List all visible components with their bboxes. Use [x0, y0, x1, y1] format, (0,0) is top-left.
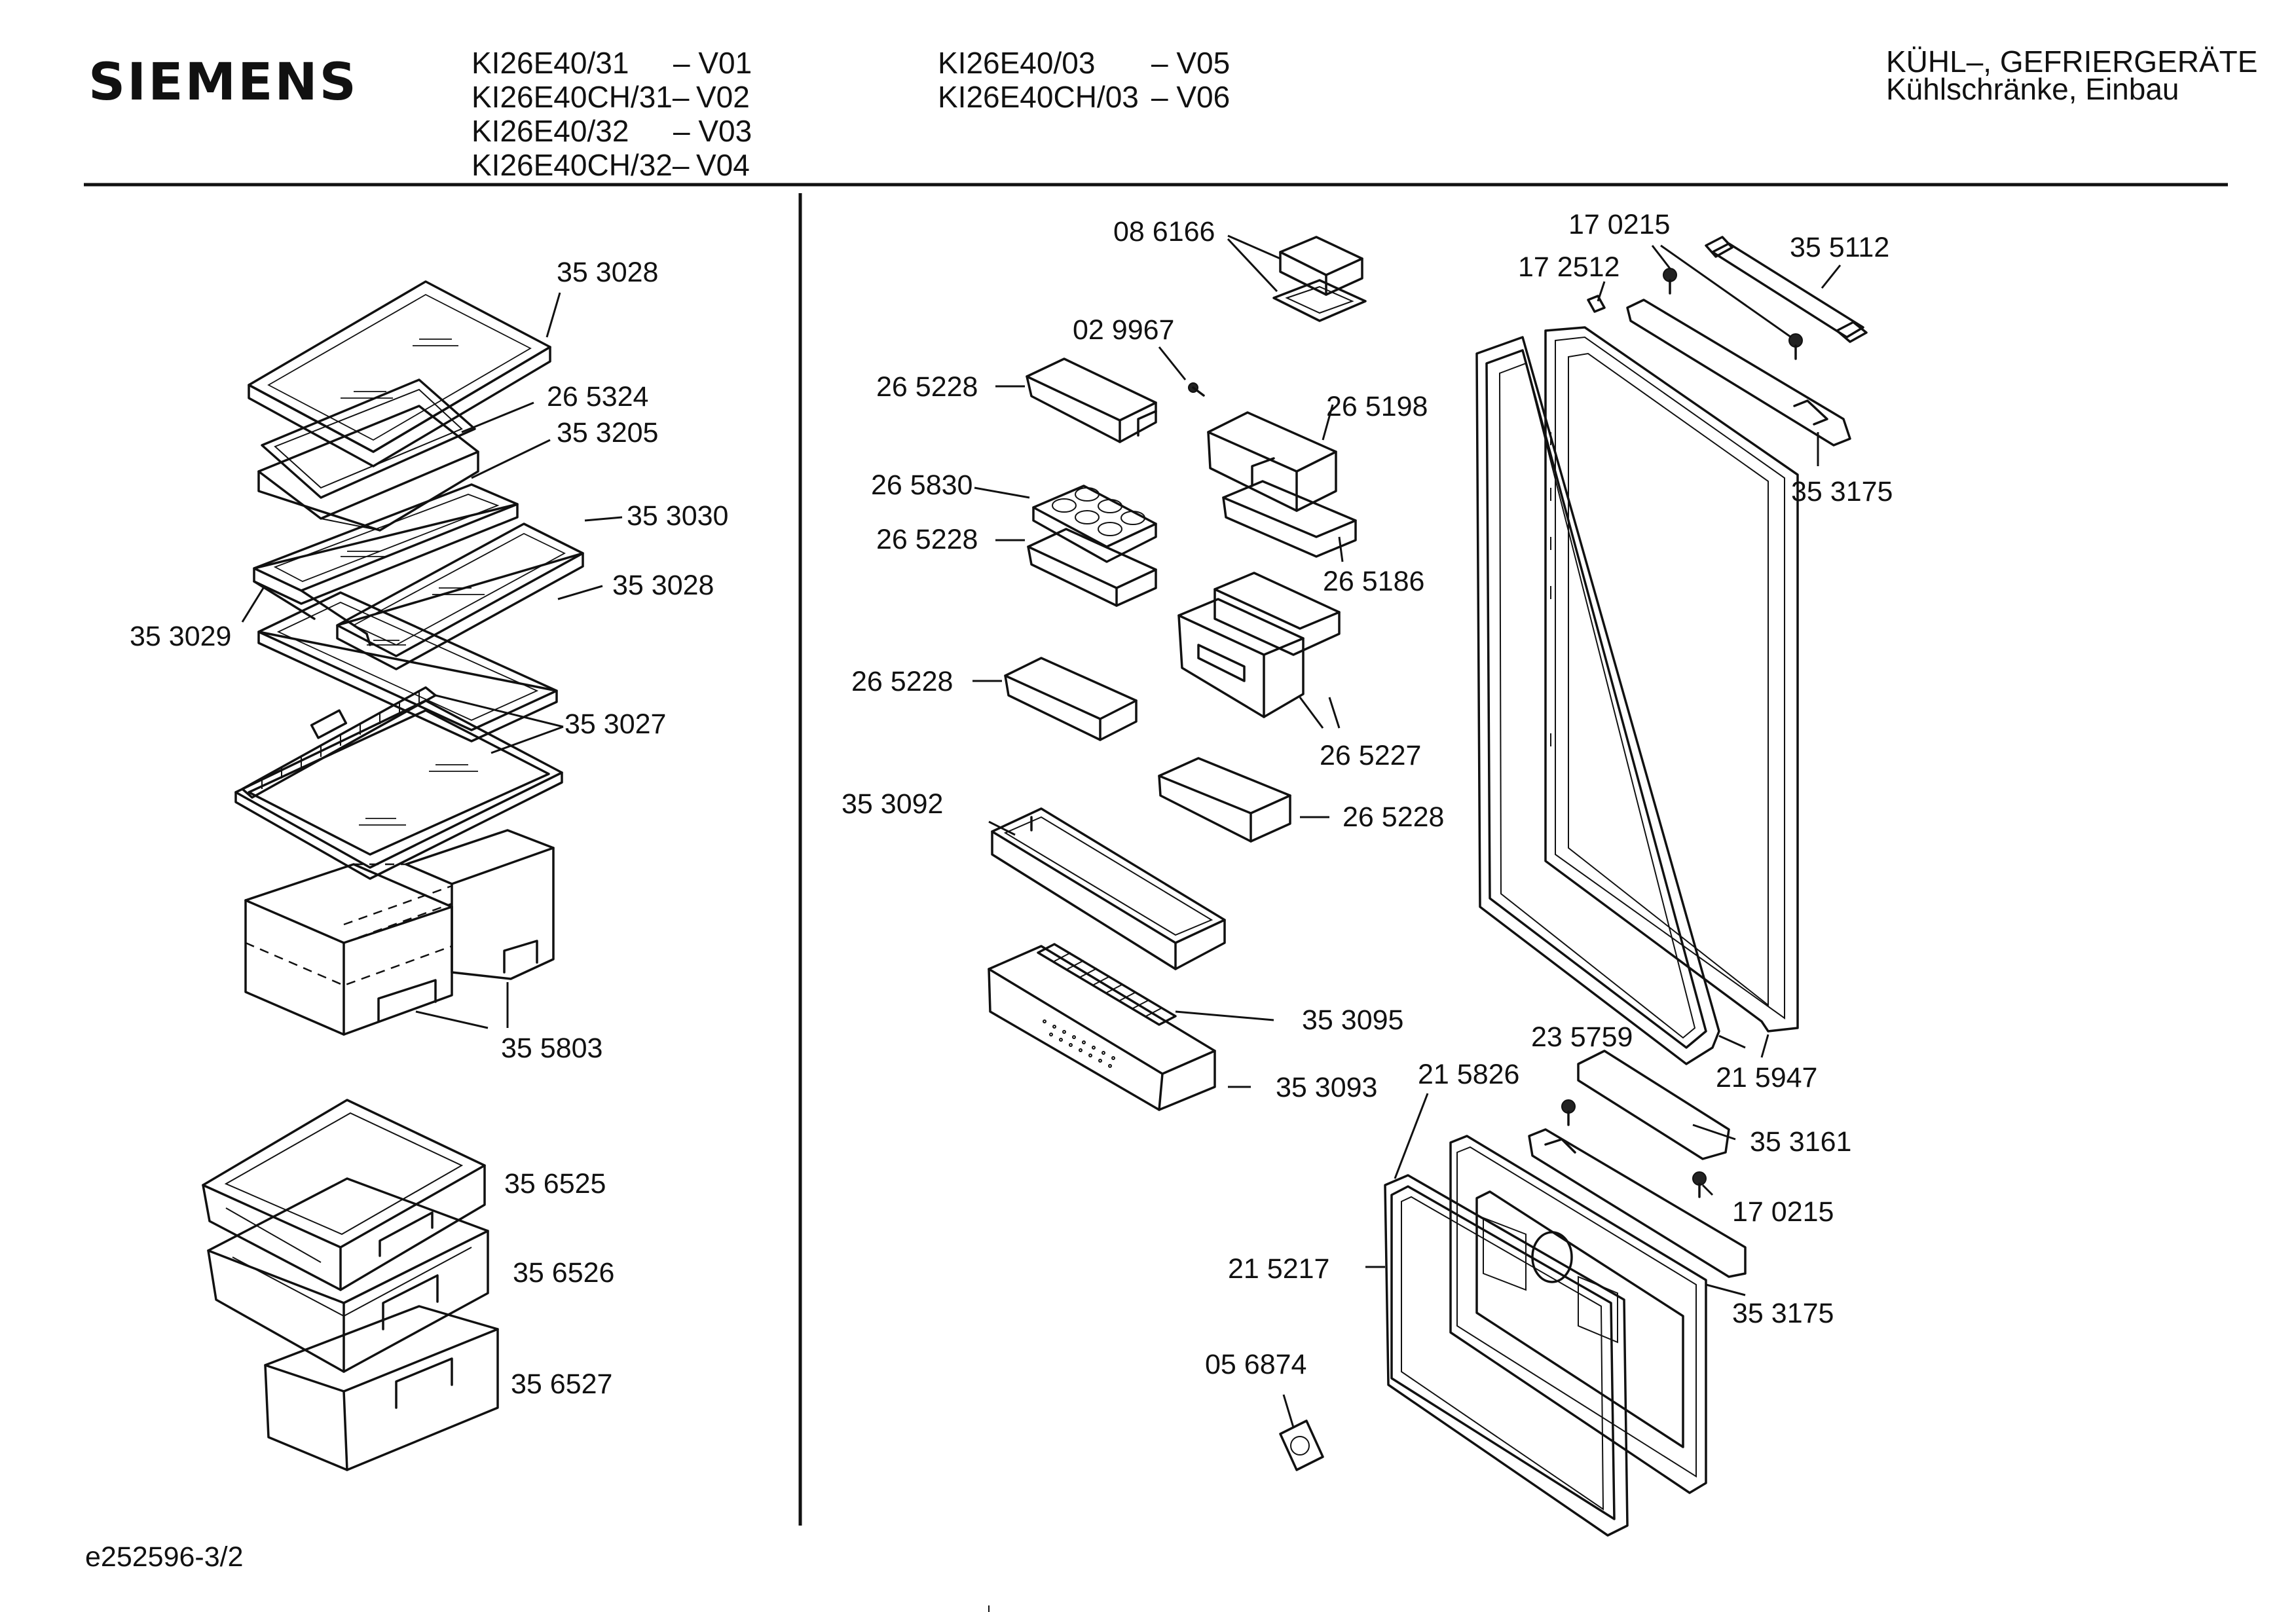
part-label: 21 5217	[1228, 1253, 1329, 1285]
variant-4: V04	[696, 148, 750, 182]
door-bin-egg-base	[1027, 528, 1157, 607]
model-6: KI26E40CH/03	[938, 80, 1139, 114]
part-label: 26 5186	[1323, 566, 1424, 597]
part-label: 35 3030	[627, 500, 728, 532]
model-1: KI26E40/31	[472, 46, 629, 80]
part-label: 26 5227	[1320, 740, 1421, 771]
part-label: 08 6166	[1113, 216, 1215, 247]
part-label: 26 5198	[1326, 391, 1428, 422]
part-label: 35 3175	[1732, 1298, 1834, 1329]
part-label: 26 5228	[876, 524, 978, 555]
freezer-drawer-middle	[207, 1177, 489, 1373]
variant-5: – V05	[1151, 46, 1230, 80]
part-label: 35 3095	[1302, 1004, 1403, 1036]
part-label: 02 9967	[1073, 314, 1174, 346]
panel-clip	[1279, 1420, 1324, 1471]
model-list: KI26E40/31 – V01 KI26E40CH/31– V02 KI26E…	[472, 46, 1230, 182]
door-bin-upper-left	[1026, 357, 1157, 443]
door-bin-middle-right	[1177, 572, 1341, 718]
variant-3: – V03	[673, 114, 752, 148]
crisper-cover	[234, 686, 563, 880]
category-block: KÜHL–, GEFRIERGERÄTE Kühlschränke, Einba…	[1886, 45, 2257, 106]
freezer-door-gasket	[1384, 1174, 1629, 1537]
part-label: 35 3093	[1276, 1072, 1377, 1103]
part-label: 35 5803	[501, 1033, 602, 1064]
left-part-labels: 35 3028 26 5324 35 3205 35 3030 35 3028 …	[130, 257, 728, 1400]
screw-small	[1188, 382, 1205, 397]
shelf-tray	[257, 405, 479, 532]
model-2: KI26E40CH/31–	[472, 80, 690, 114]
part-label: 35 3029	[130, 621, 231, 652]
drawing-id: e252596-3/2	[85, 1541, 244, 1573]
part-label: 26 5324	[547, 381, 648, 412]
variant-2: V02	[696, 80, 750, 114]
freezer-hinge-assembly	[1528, 1050, 1747, 1278]
model-3: KI26E40/32	[472, 114, 629, 148]
part-label: 21 5826	[1418, 1059, 1519, 1090]
top-hinge-assembly	[1587, 236, 1868, 447]
variant-6: – V06	[1151, 80, 1230, 114]
part-label: 35 3205	[557, 417, 658, 449]
part-label: 21 5947	[1716, 1062, 1817, 1093]
right-leader-lines	[972, 234, 1842, 1428]
left-column-drawing: 35 3028 26 5324 35 3205 35 3030 35 3028 …	[130, 257, 728, 1471]
door-bin-middle-left	[1004, 657, 1138, 741]
part-label: 35 3092	[842, 788, 943, 820]
part-label: 26 5228	[876, 371, 978, 403]
part-label: 35 5112	[1790, 232, 1889, 263]
egg-tray	[1032, 485, 1157, 563]
part-label: 35 3028	[612, 570, 714, 601]
part-label: 23 5759	[1531, 1021, 1633, 1053]
model-4: KI26E40CH/32–	[472, 148, 690, 182]
left-leader-lines	[241, 292, 623, 1029]
part-label: 05 6874	[1205, 1349, 1306, 1380]
part-label: 35 3161	[1750, 1126, 1851, 1158]
model-5: KI26E40/03	[938, 46, 1095, 80]
door-bin-upper-right	[1207, 411, 1357, 558]
part-label: 17 0215	[1732, 1196, 1834, 1228]
part-label: 26 5228	[1342, 801, 1444, 833]
part-label: 26 5830	[871, 469, 972, 501]
category-line-1: KÜHL–, GEFRIERGERÄTE	[1886, 45, 2257, 79]
part-label: 35 6527	[511, 1368, 612, 1400]
part-label: 35 3027	[565, 708, 666, 740]
door-bin-lower-right	[1158, 757, 1291, 843]
part-label: 35 3028	[557, 257, 658, 288]
shelf-frame	[261, 378, 476, 499]
part-label: 17 2512	[1518, 251, 1620, 283]
fridge-door-gasket	[1475, 336, 1720, 1065]
freezer-drawer-lower	[264, 1305, 499, 1471]
freezer-door-inner	[1449, 1135, 1707, 1494]
right-column-drawing: 08 6166 02 9967 26 5228 26 5198 26 5830 …	[842, 209, 1893, 1537]
part-label: 26 5228	[851, 666, 953, 697]
part-label: 17 0215	[1568, 209, 1670, 240]
fridge-door-inner	[1544, 326, 1799, 1033]
bottle-bin-lower	[988, 943, 1216, 1111]
butter-box	[1272, 236, 1367, 322]
split-shelf-assembly	[253, 483, 584, 742]
crisper-drawers	[244, 829, 555, 1036]
brand-logo: SIEMENS	[88, 53, 358, 112]
part-label: 35 6526	[513, 1257, 614, 1289]
category-line-2: Kühlschränke, Einbau	[1886, 72, 2179, 106]
right-part-labels: 08 6166 02 9967 26 5228 26 5198 26 5830 …	[842, 209, 1893, 1380]
variant-1: – V01	[673, 46, 752, 80]
freezer-drawer-upper	[202, 1099, 486, 1291]
part-label: 35 3175	[1791, 476, 1893, 507]
part-label: 35 6525	[504, 1168, 606, 1200]
bottle-bin-upper	[991, 807, 1226, 970]
